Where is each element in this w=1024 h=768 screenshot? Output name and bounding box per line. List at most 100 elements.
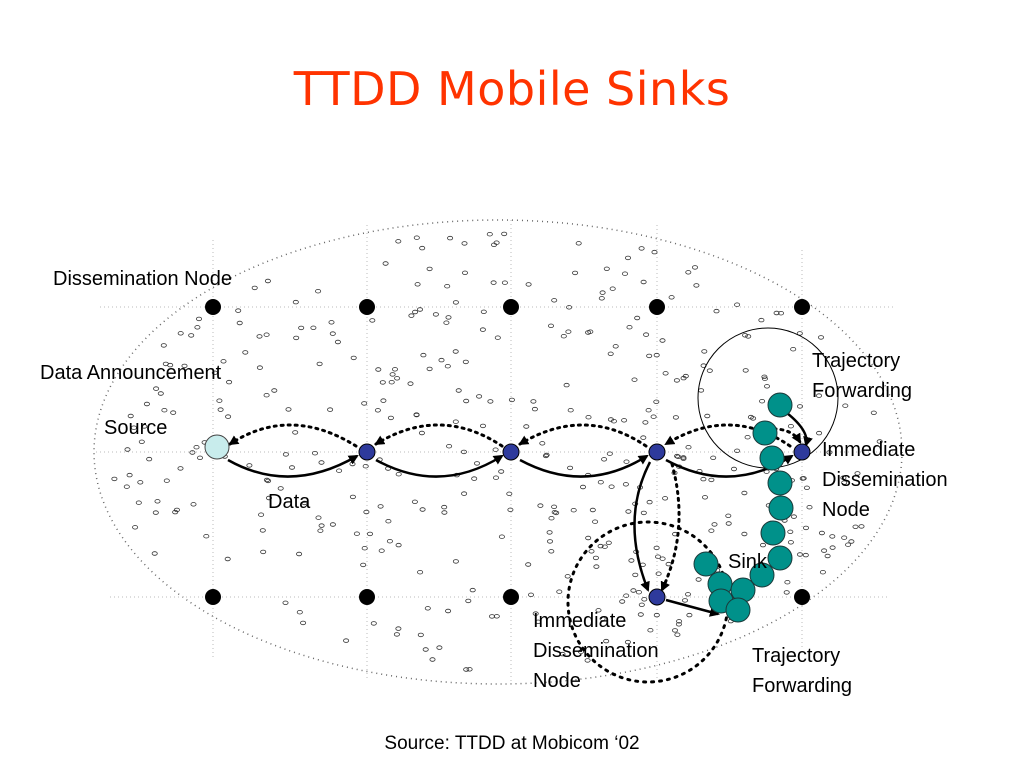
sensor-node [556, 589, 563, 594]
sensor-node [706, 368, 713, 373]
sensor-node [452, 559, 459, 564]
sensor-node [429, 657, 436, 662]
sensor-node [490, 280, 497, 285]
sensor-node [701, 349, 708, 354]
sensor-node [603, 266, 610, 271]
sensor-node [282, 600, 289, 605]
sensor-node [601, 544, 608, 549]
sensor-node [395, 472, 402, 477]
source-node [204, 434, 230, 460]
sensor-node [622, 482, 629, 487]
sensor-node [646, 353, 653, 359]
sensor-node [572, 270, 579, 276]
sensor-node [388, 380, 395, 385]
sensor-node [413, 412, 420, 418]
sensor-node [498, 534, 505, 539]
sensor-node [619, 599, 626, 604]
sensor-node [407, 381, 414, 386]
sensor-node [547, 539, 554, 544]
sensor-node [580, 484, 587, 490]
sensor-node [625, 255, 632, 261]
sensor-node [668, 295, 675, 300]
sensor-node [317, 528, 324, 533]
sensor-node [211, 370, 218, 375]
sensor-node [764, 384, 771, 389]
sensor-node [374, 408, 381, 413]
sink-trajectory [693, 392, 794, 623]
sensor-node [634, 315, 641, 321]
sensor-node [675, 622, 682, 627]
sensor-node [460, 449, 467, 455]
sensor-node [790, 514, 797, 519]
sensor-node [141, 424, 148, 429]
sensor-node [662, 371, 669, 376]
sensor-node [797, 404, 804, 409]
sensor-node [386, 539, 393, 544]
sensor-node [686, 612, 693, 618]
sensor-node [385, 519, 392, 524]
sensor-node [353, 531, 360, 536]
label-immediate-bottom-line2: Dissemination [533, 640, 659, 662]
sensor-node [256, 365, 263, 370]
sensor-node [190, 502, 197, 507]
sensor-node [778, 311, 785, 316]
label-immediate-right-line1: Immediate [822, 439, 915, 461]
sensor-node [370, 621, 377, 626]
sensor-node [260, 549, 267, 555]
sensor-node [315, 289, 322, 294]
sensor-node [329, 522, 336, 527]
sensor-node [623, 593, 630, 598]
sensor-node [725, 513, 732, 518]
sensor-node [797, 552, 804, 557]
sensor-node [377, 504, 384, 509]
sensor-node [195, 316, 202, 322]
sensor-node [816, 430, 823, 436]
sensor-node [734, 448, 741, 453]
sensor-node [263, 332, 270, 337]
sensor-node [391, 367, 398, 372]
sensor-node [566, 305, 573, 310]
sensor-node [787, 529, 794, 534]
sensor-node [471, 476, 478, 481]
sensor-node [659, 338, 666, 343]
sensor-node [420, 352, 427, 358]
label-immediate-bottom-line3: Node [533, 670, 581, 692]
label-data: Data [268, 491, 311, 513]
sensor-node [632, 572, 639, 578]
sensor-node [565, 329, 572, 334]
sensor-node [452, 419, 459, 424]
sensor-node [570, 508, 577, 513]
sensor-node [525, 282, 532, 287]
sensor-node [412, 309, 419, 315]
sensor-node [446, 444, 453, 449]
sensor-node [153, 386, 160, 391]
sensor-node [501, 280, 508, 285]
sensor-node [301, 500, 308, 506]
sensor-node [659, 556, 666, 561]
sensor-node [296, 610, 303, 615]
sensor-node [553, 510, 560, 516]
sensor-node [845, 542, 852, 547]
sensor-node [535, 619, 542, 624]
sensor-node [630, 588, 637, 593]
sensor-node [216, 398, 223, 403]
sensor-node [601, 457, 608, 462]
label-sink: Sink [728, 551, 768, 573]
sensor-node [444, 364, 451, 369]
sensor-node [132, 525, 139, 530]
sensor-node [225, 414, 232, 419]
sensor-node [445, 315, 452, 320]
sensor-node [595, 608, 602, 613]
sensor-node [597, 543, 604, 549]
sensor-node [692, 265, 699, 270]
sensor-node [455, 388, 462, 393]
sensor-node [841, 480, 848, 485]
sensor-node [551, 504, 558, 509]
sensor-node [685, 445, 692, 450]
sensor-node [640, 279, 647, 285]
sensor-node [592, 555, 599, 561]
sensor-node [645, 408, 652, 413]
sensor-node [490, 242, 497, 247]
sensor-node [452, 300, 459, 305]
